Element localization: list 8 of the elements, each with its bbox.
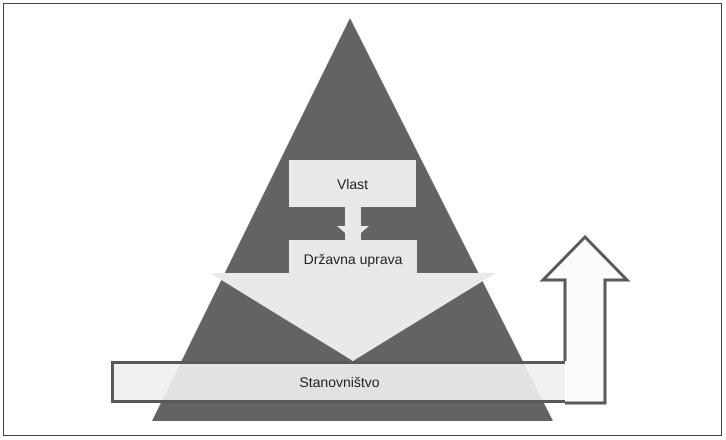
arrow <box>539 234 631 404</box>
node-label: Stanovništvo <box>299 374 380 390</box>
band <box>111 361 565 403</box>
node-label: Državna uprava <box>304 250 402 266</box>
node-label: Vlast <box>336 176 368 192</box>
arrow <box>210 273 496 361</box>
process-box <box>289 160 416 207</box>
arrow <box>337 207 369 240</box>
